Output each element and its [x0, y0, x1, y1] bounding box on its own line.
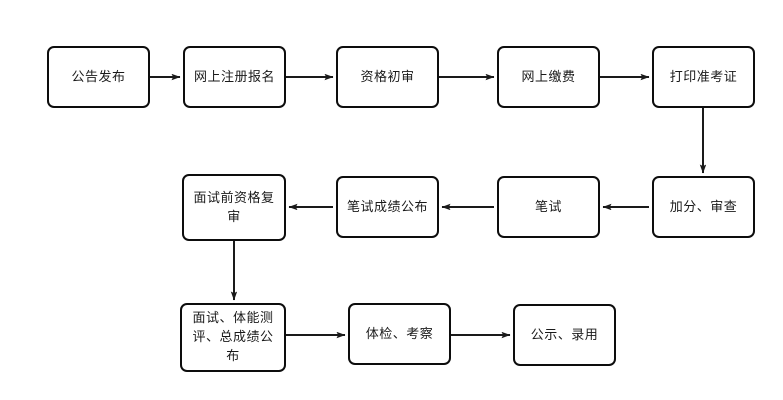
node-print-admission-ticket[interactable]: 打印准考证 [652, 46, 755, 108]
node-register-label: 网上注册报名 [193, 69, 275, 85]
node-requalify-label: 面试前资格复审 [193, 190, 275, 225]
node-interview-fitness-total-score[interactable]: 面试、体能测评、总成绩公布 [180, 303, 286, 372]
node-bonusreview-label: 加分、审查 [669, 199, 738, 215]
node-announce-label: 公告发布 [71, 69, 126, 85]
node-publicize-and-hire[interactable]: 公示、录用 [513, 304, 616, 366]
node-medical-exam-investigation[interactable]: 体检、考察 [348, 303, 451, 365]
node-written-label: 笔试 [534, 199, 562, 215]
node-medical-label: 体检、考察 [365, 326, 434, 342]
node-bonus-points-review[interactable]: 加分、审查 [652, 176, 755, 238]
node-interview-label: 面试、体能测评、总成绩公布 [192, 311, 274, 364]
node-publicize-label: 公示、录用 [530, 327, 599, 343]
node-pre-interview-qualification-recheck[interactable]: 面试前资格复审 [182, 174, 286, 241]
node-online-payment[interactable]: 网上缴费 [497, 46, 600, 108]
node-writtenresult-label: 笔试成绩公布 [346, 199, 428, 215]
node-printadmit-label: 打印准考证 [669, 69, 738, 85]
node-announce[interactable]: 公告发布 [47, 46, 150, 108]
node-payment-label: 网上缴费 [521, 69, 576, 85]
node-prelim-label: 资格初审 [360, 69, 415, 85]
node-register[interactable]: 网上注册报名 [183, 46, 286, 108]
node-preliminary-qualification-review[interactable]: 资格初审 [336, 46, 439, 108]
node-written-exam-results[interactable]: 笔试成绩公布 [336, 176, 439, 238]
node-written-exam[interactable]: 笔试 [497, 176, 600, 238]
